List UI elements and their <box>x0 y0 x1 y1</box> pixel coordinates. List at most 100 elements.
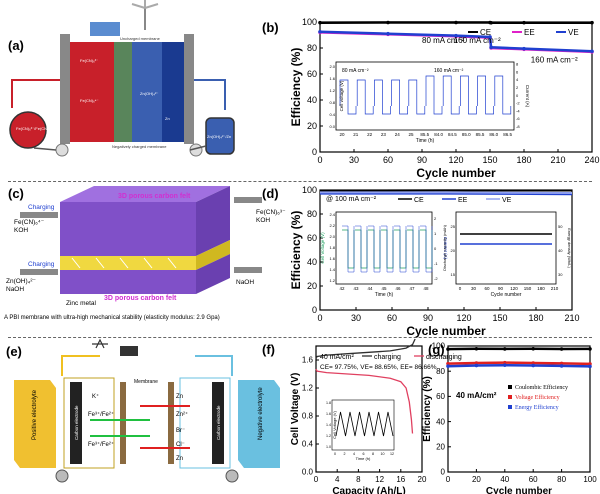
g-series-2-point <box>474 363 479 368</box>
d-xtick-label: 180 <box>528 313 543 323</box>
f-inset-xtick: 2 <box>344 452 346 456</box>
b-inset-ylabel: Cell voltage (V) <box>339 80 344 111</box>
d-inset1-current <box>381 225 394 273</box>
b-inset-y2tick: -2 <box>516 101 520 106</box>
f-annotation-1: 40 mA/cm² <box>320 354 355 361</box>
d-ytick-label: 40 <box>307 257 317 267</box>
b-legend-label: CE <box>480 28 491 37</box>
b-series-2-point <box>488 35 492 39</box>
b-inset-frame <box>335 61 515 131</box>
g-legend-swatch <box>508 395 512 399</box>
d-series-2-line <box>320 191 573 194</box>
d-inset2-ytick: 25 <box>451 224 456 229</box>
b-annotation-1: 80 mA cm⁻² <box>422 36 465 45</box>
b-series-2-point <box>489 45 493 50</box>
d-inset1-current <box>342 225 355 273</box>
b-series-2-point <box>590 49 594 54</box>
b-inset-xtick: 24 <box>395 132 401 137</box>
b-inset-xtick: 22 <box>367 132 373 137</box>
f-legend-label: discharging <box>426 354 462 361</box>
g-xlabel: Cycle number <box>486 486 552 494</box>
b-inset-wave <box>460 75 477 115</box>
d-inset1-xtick: 42 <box>339 286 345 291</box>
b-inset-wave <box>408 79 426 115</box>
d-inset1-xtick: 45 <box>381 286 387 291</box>
d-inset1-y2tick: 0 <box>434 246 437 251</box>
b-series-2-point <box>522 46 526 51</box>
b-inset-xtick: 85.0 <box>462 132 471 137</box>
b-series-0-point <box>489 20 493 25</box>
d-ytick-label: 0 <box>312 305 317 315</box>
d-inset1-current <box>368 225 381 273</box>
g-series-1-point <box>531 361 535 365</box>
d-inset1-xtick: 44 <box>367 286 373 291</box>
d-inset1-y2tick: 1 <box>434 231 437 236</box>
g-xtick-label: 40 <box>500 475 509 484</box>
g-series-2-point <box>588 364 592 369</box>
d-inset1-ytick: 2.2 <box>329 223 335 228</box>
d-inset2-y2tick: 50 <box>558 224 563 229</box>
g-ylabel: Efficiency (%) <box>422 376 433 442</box>
b-inset-wave <box>494 75 512 115</box>
b-series-2-point <box>386 31 390 36</box>
g-legend-label: Voltage Efficiency <box>515 394 560 401</box>
b-xtick-label: 30 <box>349 155 359 165</box>
b-inset-xlabel: Time (h) <box>416 138 435 144</box>
g-xtick-label: 60 <box>529 475 538 484</box>
g-series-1-point <box>559 361 564 366</box>
b-xtick-label: 210 <box>550 155 565 165</box>
f-ytick-label: 0.0 <box>302 468 314 477</box>
b-xtick-label: 120 <box>448 155 463 165</box>
b-inset-xtick: 84.5 <box>448 132 457 137</box>
g-series-2-point <box>531 363 535 368</box>
d-xtick-label: 120 <box>456 313 471 323</box>
b-inset-xtick: 20 <box>339 132 345 137</box>
d-legend-label: EE <box>458 197 468 204</box>
g-series-1-point <box>588 362 592 366</box>
b-inset-y2tick: -4 <box>516 108 520 113</box>
b-xtick-label: 0 <box>317 155 322 165</box>
b-inset-ytick: 1.2 <box>329 88 335 93</box>
g-series-0-point <box>588 347 592 351</box>
d-ytick-label: 100 <box>302 185 317 195</box>
b-inset-ytick: 0.0 <box>329 124 335 129</box>
f-inset-xtick: 6 <box>363 452 365 456</box>
g-series-0-point <box>446 347 450 351</box>
g-panel-label: (g) <box>428 342 445 357</box>
b-panel-label: (b) <box>262 20 279 35</box>
b-inset-y2tick: 8 <box>516 62 519 67</box>
b-ytick-label: 20 <box>307 121 317 131</box>
d-inset2-y2tick: 40 <box>558 248 563 253</box>
b-xtick-label: 90 <box>417 155 427 165</box>
b-ytick-label: 100 <box>302 17 317 27</box>
g-ytick-label: 60 <box>436 392 445 401</box>
d-ytick-label: 20 <box>307 281 317 291</box>
b-inset-ytick: 0.8 <box>329 100 335 105</box>
f-xtick-label: 0 <box>314 475 319 484</box>
d-inset1-ytick: 2.0 <box>329 234 335 239</box>
b-xtick-label: 240 <box>584 155 599 165</box>
b-xtick-label: 60 <box>383 155 393 165</box>
d-inset1-current <box>407 225 420 273</box>
d-inset1-xtick: 47 <box>409 286 415 291</box>
b-series-0-point <box>454 20 458 25</box>
b-legend-label: EE <box>524 28 535 37</box>
d-inset2-ytick: 20 <box>451 248 456 253</box>
b-inset-wave <box>442 75 460 115</box>
f-inset-xtick: 4 <box>353 452 355 456</box>
b-inset-ytick: 1.6 <box>329 76 335 81</box>
d-inset2-xtick: 180 <box>537 286 545 291</box>
b-series-2-point <box>454 33 458 38</box>
b-inset-xtick: 23 <box>381 132 387 137</box>
d-inset2-ylabel: Discharge capacity (mAh) <box>442 224 447 270</box>
f-plot-frame <box>315 345 423 473</box>
g-ytick-label: 40 <box>436 417 445 426</box>
d-inset1-ytick: 2.4 <box>329 212 335 217</box>
d-inset2-xtick: 0 <box>459 286 462 291</box>
g-ytick-label: 100 <box>432 342 446 351</box>
d-xtick-label: 210 <box>564 313 579 323</box>
g-series-2-line <box>447 363 591 368</box>
